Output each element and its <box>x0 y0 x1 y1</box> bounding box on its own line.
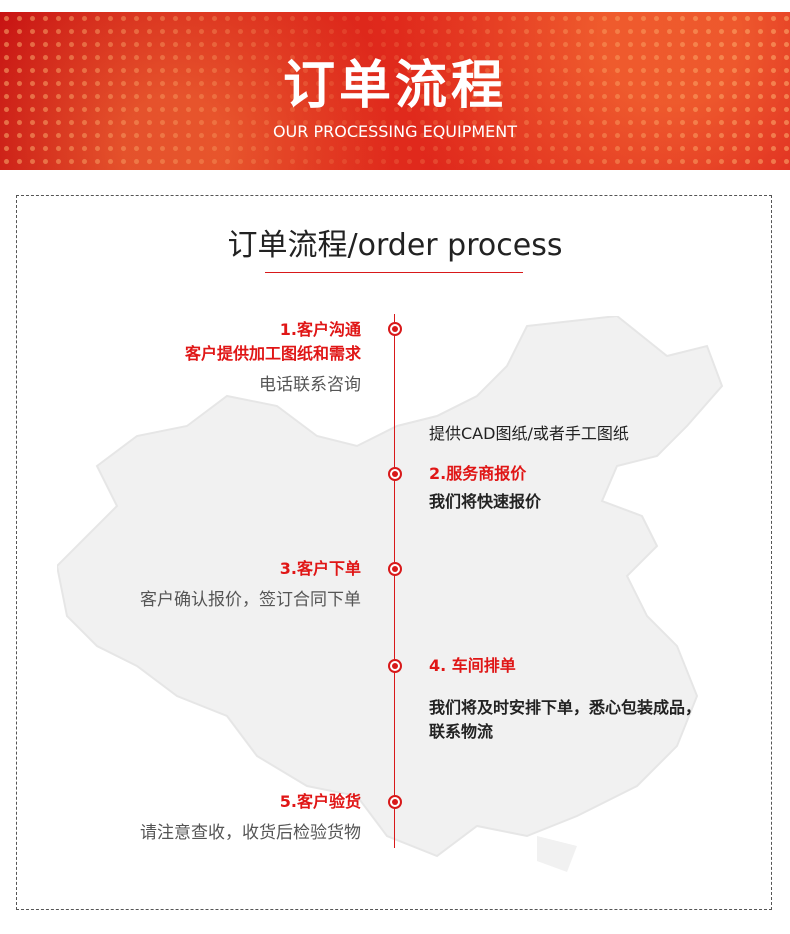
step-description: 请注意查收，收货后检验货物 <box>140 823 361 843</box>
timeline-node <box>388 795 402 809</box>
step-description: 我们将快速报价 <box>429 492 542 511</box>
timeline-node <box>388 322 402 336</box>
step-4: 4. 车间排单 我们将及时安排下单，悉心包装成品， 联系物流 <box>429 654 701 744</box>
step-5: 5.客户验货 请注意查收，收货后检验货物 <box>140 790 361 846</box>
step-title: 4. 车间排单 <box>429 656 516 675</box>
timeline-node <box>388 659 402 673</box>
step-description: 电话联系咨询 <box>259 375 361 395</box>
step-1: 1.客户沟通 客户提供加工图纸和需求 电话联系咨询 <box>185 318 361 398</box>
timeline-node <box>388 467 402 481</box>
step-description: 我们将及时安排下单，悉心包装成品， <box>429 698 702 717</box>
china-map-icon <box>57 316 724 872</box>
step-title: 3.客户下单 <box>279 559 361 578</box>
step-title: 2.服务商报价 <box>429 464 527 483</box>
step-description: 联系物流 <box>429 722 494 741</box>
step-description: 客户确认报价，签订合同下单 <box>140 590 361 610</box>
step-title: 1.客户沟通 <box>279 320 361 339</box>
step-note: 提供CAD图纸/或者手工图纸 <box>429 424 629 443</box>
dot-pattern <box>0 12 790 170</box>
title-underline <box>265 272 523 273</box>
step-title: 5.客户验货 <box>279 792 361 811</box>
section-title: 订单流程/order process <box>227 228 563 263</box>
step-2-note: 提供CAD图纸/或者手工图纸 <box>429 422 629 446</box>
step-3: 3.客户下单 客户确认报价，签订合同下单 <box>140 557 361 613</box>
banner-title: 订单流程 <box>282 56 507 116</box>
process-card: 订单流程/order process 1.客户沟通 客户提供加工图纸和需求 电话… <box>16 195 772 910</box>
banner-subtitle: OUR PROCESSING EQUIPMENT <box>272 122 518 141</box>
step-2: 2.服务商报价 我们将快速报价 <box>429 462 541 514</box>
header-banner: 订单流程 OUR PROCESSING EQUIPMENT <box>0 12 790 170</box>
timeline-line <box>394 314 395 848</box>
step-subtitle: 客户提供加工图纸和需求 <box>184 344 361 363</box>
timeline-node <box>388 562 402 576</box>
